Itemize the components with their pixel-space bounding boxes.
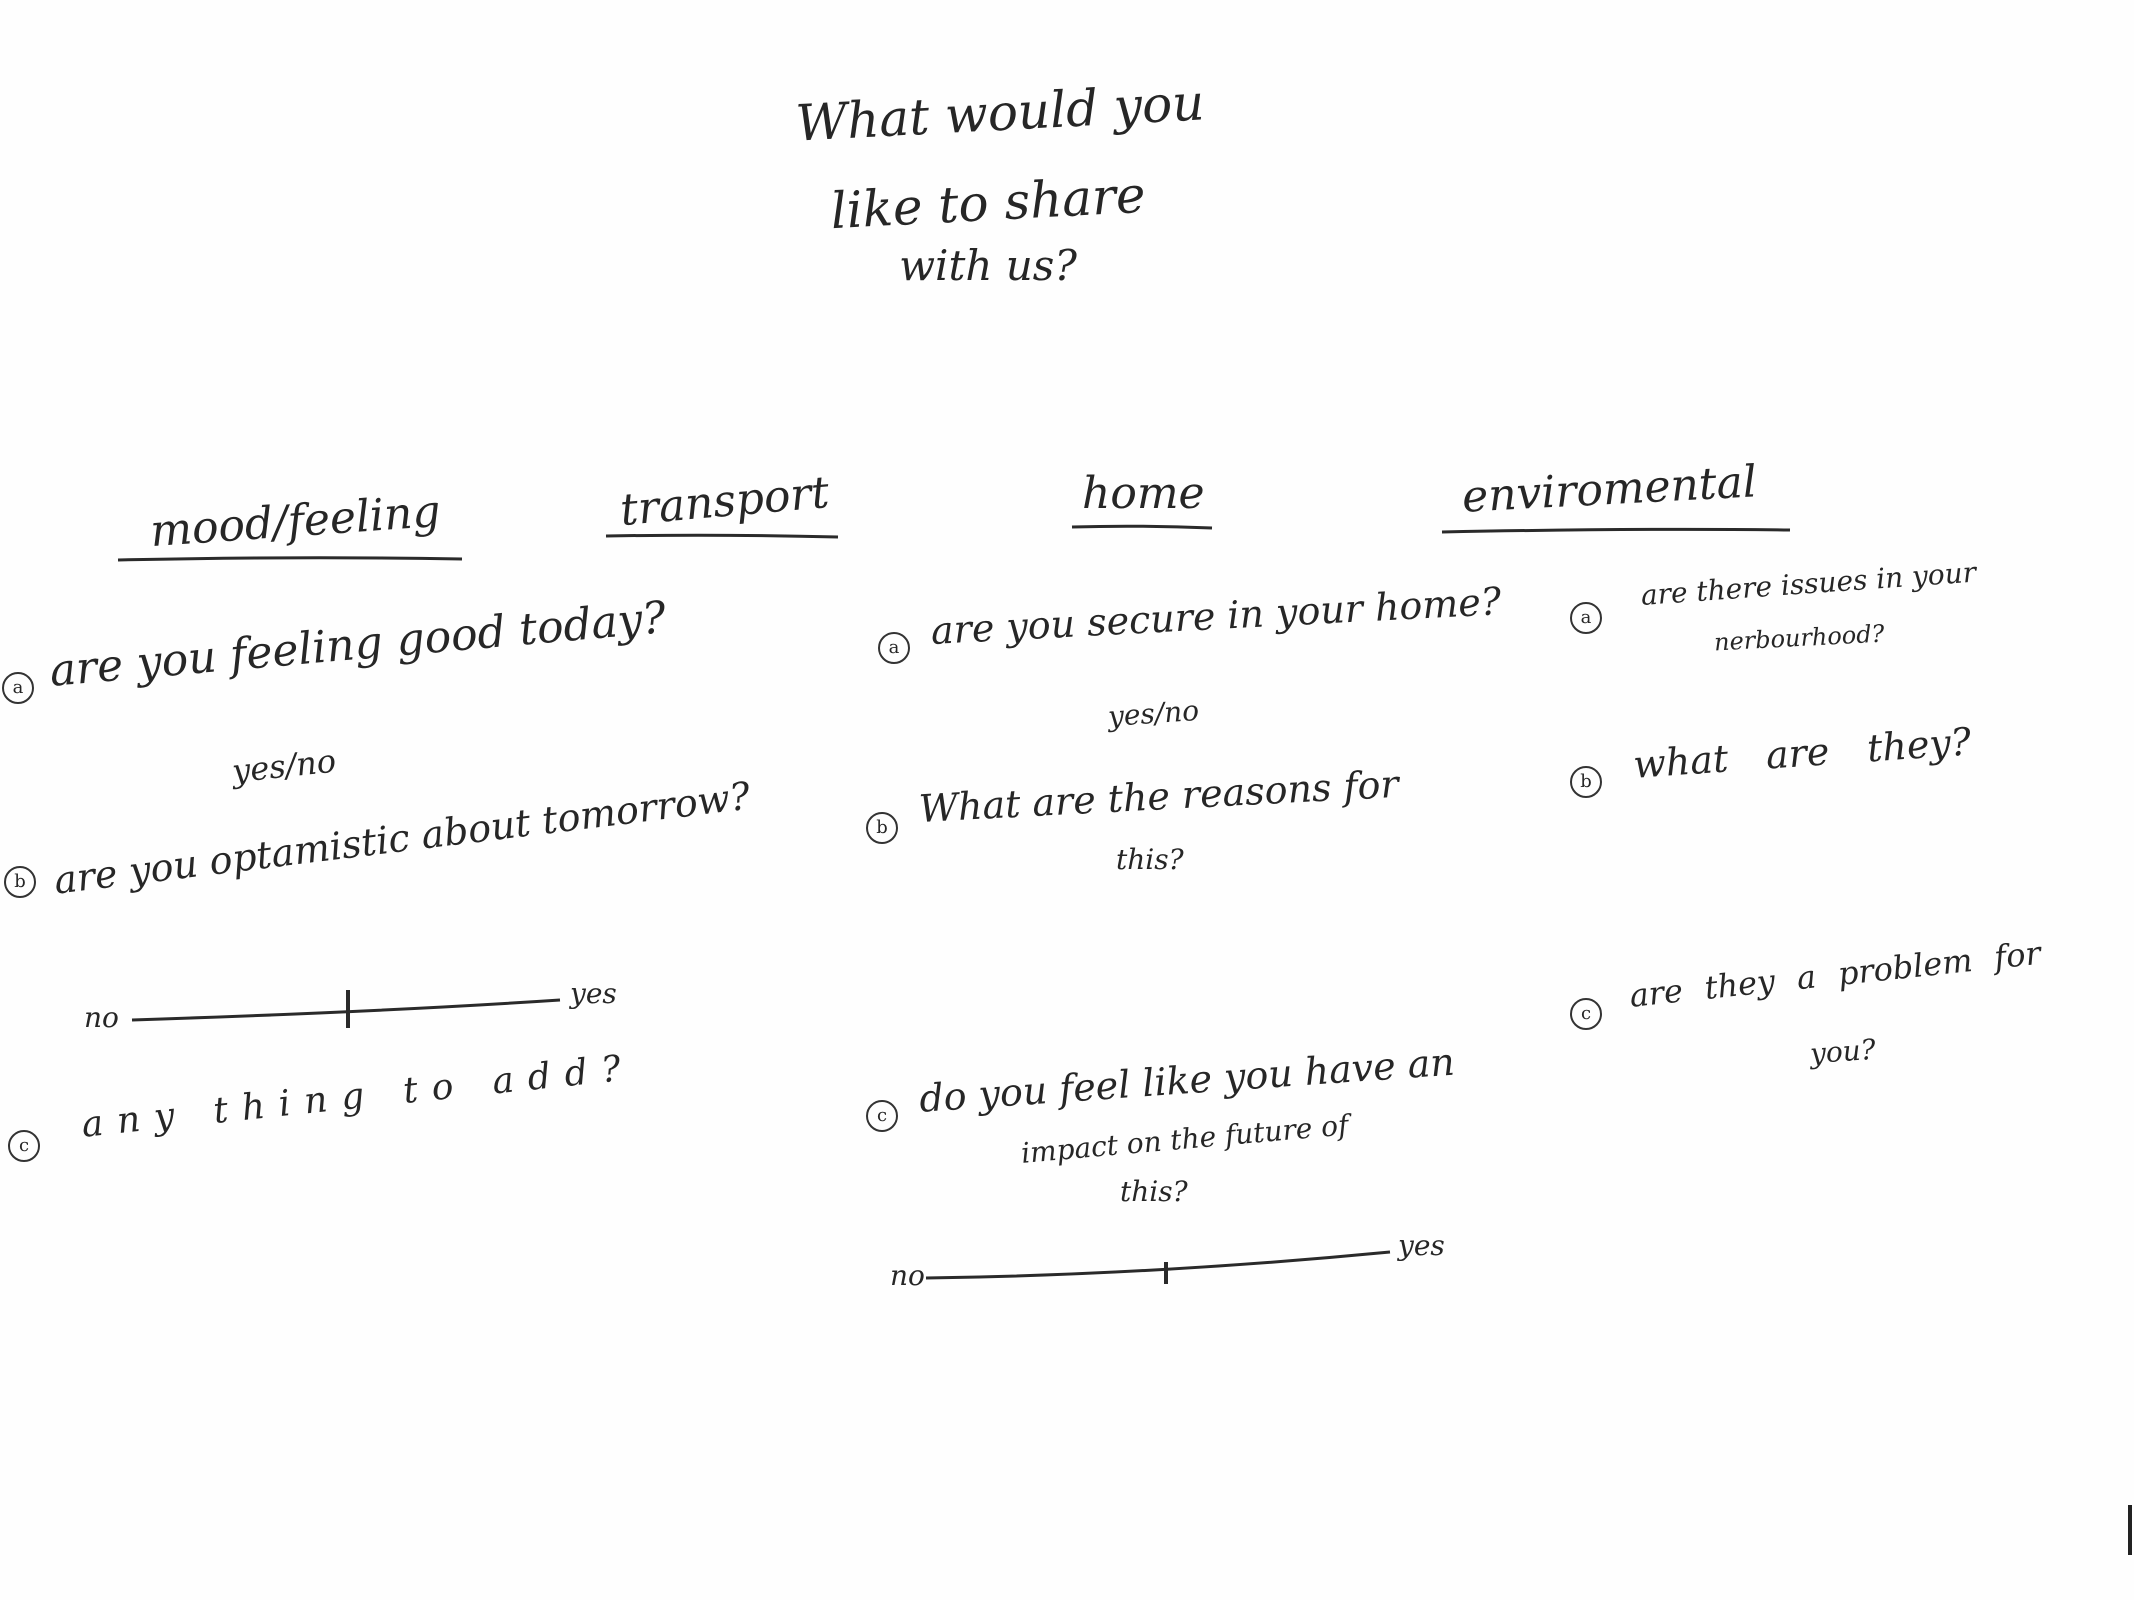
mood-scale-high: yes	[570, 977, 617, 1010]
mood-scale-line	[131, 998, 561, 1022]
env-q-c-marker: c	[1570, 998, 1602, 1030]
env-q-c-line2: you?	[1808, 1032, 1877, 1071]
underline-mood	[117, 556, 463, 562]
mood-q-b-marker: b	[4, 866, 36, 898]
mood-scale-low: no	[84, 1001, 119, 1034]
mood-q-a-answer: yes/no	[230, 741, 338, 791]
env-q-a-marker: a	[1570, 602, 1602, 634]
home-q-b-marker: b	[866, 812, 898, 844]
home-scale-line	[925, 1250, 1391, 1280]
home-q-a-marker: a	[878, 632, 910, 664]
home-q-c-line3: this?	[1120, 1175, 1188, 1208]
category-home: home	[1082, 468, 1205, 519]
mood-q-a-marker: a	[2, 672, 34, 704]
title-line-3: with us?	[899, 241, 1077, 290]
underline-environmental	[1441, 527, 1791, 534]
underline-home	[1071, 524, 1213, 530]
underline-transport	[605, 533, 839, 539]
mood-q-c-marker: c	[8, 1130, 40, 1162]
home-scale-low: no	[890, 1259, 925, 1292]
env-q-b-marker: b	[1570, 766, 1602, 798]
home-q-b-line2: this?	[1116, 843, 1184, 876]
home-q-a-answer: yes/no	[1106, 693, 1201, 734]
home-q-c-marker: c	[866, 1100, 898, 1132]
home-scale-high: yes	[1398, 1229, 1445, 1262]
